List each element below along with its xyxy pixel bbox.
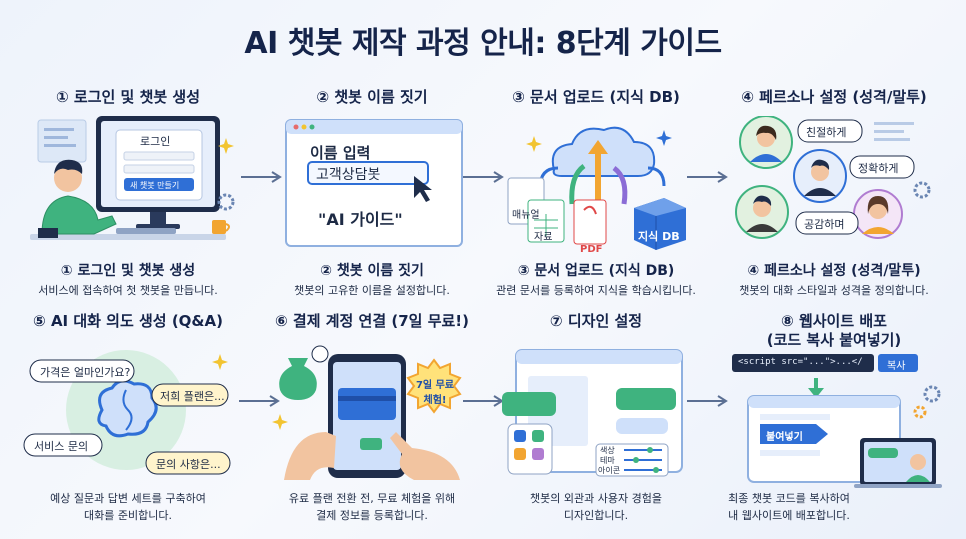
embed-code-snippet: <script src="...">...</ bbox=[738, 357, 863, 367]
persona-bubble-2: 정확하게 bbox=[858, 162, 899, 175]
step-1: ① 로그인 및 챗봇 생성 bbox=[20, 88, 236, 323]
design-illustration: 색상 테마 아이콘 bbox=[488, 340, 704, 480]
step-subtitle: ④ 페르소나 설정 (성격/말투) bbox=[747, 263, 921, 279]
page-title: AI 챗봇 제작 과정 안내: 8단계 가이드 bbox=[244, 26, 722, 61]
question-bubble-2: 서비스 문의 bbox=[34, 440, 89, 453]
step-description-line-2: 대화를 준비합니다. bbox=[84, 509, 172, 522]
persona-illustration: 친절하게 정확하게 공감하며 bbox=[726, 116, 942, 256]
step-subtitle: ③ 문서 업로드 (지식 DB) bbox=[517, 263, 675, 279]
step-subtitle: ① 로그인 및 챗봇 생성 bbox=[60, 263, 196, 279]
step-description-line-2: 내 웹사이트에 배포합니다. bbox=[728, 509, 850, 522]
theme-setting-label: 테마 bbox=[600, 456, 615, 465]
step-description: 관련 문서를 등록하여 지식을 학습시킵니다. bbox=[496, 284, 696, 297]
answer-bubble-2: 문의 사항은... bbox=[156, 458, 221, 471]
arrow-right-icon bbox=[463, 171, 504, 183]
knowledge-db-label: 지식 DB bbox=[638, 230, 680, 243]
step-description: 서비스에 접속하여 첫 챗봇을 만듭니다. bbox=[38, 284, 218, 297]
create-chatbot-button[interactable]: 새 챗봇 만들기 bbox=[130, 181, 180, 190]
step-title: ⑤ AI 대화 의도 생성 (Q&A) bbox=[33, 312, 223, 330]
login-illustration: 로그인 새 챗봇 만들기 bbox=[20, 116, 236, 256]
upload-illustration: 매뉴얼 자료 PDF 지식 DB bbox=[488, 116, 704, 256]
step-description-line-1: 최종 챗봇 코드를 복사하여 bbox=[728, 492, 850, 505]
step-3: ③ 문서 업로드 (지식 DB) bbox=[488, 88, 704, 323]
step-description-line-2: 디자인합니다. bbox=[563, 509, 629, 522]
manual-doc-label: 매뉴얼 bbox=[512, 210, 540, 221]
step-description-line-1: 챗봇의 외관과 사용자 경험을 bbox=[530, 492, 662, 505]
name-illustration: 이름 입력 고객상담봇 "AI 가이드" bbox=[264, 116, 480, 256]
color-setting-label: 색상 bbox=[600, 446, 615, 455]
question-bubble-1: 가격은 얼마인가요? bbox=[40, 366, 131, 379]
step-title: ② 챗봇 이름 짓기 bbox=[316, 88, 428, 106]
example-name: "AI 가이드" bbox=[318, 210, 403, 229]
login-label: 로그인 bbox=[140, 135, 171, 148]
step-title: ① 로그인 및 챗봇 생성 bbox=[56, 88, 200, 106]
step-description-line-2: 결제 정보를 등록합니다. bbox=[316, 509, 428, 522]
paste-label: 붙여넣기 bbox=[766, 432, 803, 443]
arrow-right-icon bbox=[687, 395, 728, 407]
step-description: 챗봇의 대화 스타일과 성격을 정의합니다. bbox=[739, 284, 929, 297]
persona-bubble-1: 친절하게 bbox=[806, 126, 847, 139]
step-8: ⑧ 웹사이트 배포 (코드 복사 붙여넣기) <script src="..."… bbox=[724, 312, 944, 539]
arrow-right-icon bbox=[241, 171, 282, 183]
step-description: 챗봇의 고유한 이름을 설정합니다. bbox=[294, 284, 450, 297]
step-subtitle: ② 챗봇 이름 짓기 bbox=[320, 263, 424, 279]
step-2: ② 챗봇 이름 짓기 이름 입력 고객상담봇 "AI 가이드" ② 챗봇 이름 … bbox=[264, 88, 480, 323]
step-title-line-2: (코드 복사 붙여넣기) bbox=[766, 331, 902, 349]
qa-illustration: 가격은 얼마인가요? 저희 플랜은... 서비스 문의 문의 사항은... bbox=[20, 340, 236, 480]
step-description-line-1: 예상 질문과 답변 세트를 구축하여 bbox=[50, 492, 206, 505]
persona-bubble-3: 공감하며 bbox=[804, 218, 845, 231]
icon-setting-label: 아이콘 bbox=[598, 466, 621, 475]
step-title: ⑥ 결제 계정 연결 (7일 무료!) bbox=[274, 312, 469, 330]
step-title: ⑦ 디자인 설정 bbox=[549, 312, 643, 330]
step-title-line-1: ⑧ 웹사이트 배포 bbox=[781, 312, 887, 330]
step-title: ③ 문서 업로드 (지식 DB) bbox=[512, 88, 680, 106]
copy-button[interactable]: 복사 bbox=[887, 361, 906, 372]
step-5: ⑤ AI 대화 의도 생성 (Q&A) 가격은 얼마인가요? 저희 플랜은...… bbox=[20, 312, 236, 539]
step-7: ⑦ 디자인 설정 색상 테마 아이콘 챗봇의 외관과 사용자 bbox=[488, 312, 704, 539]
arrow-right-icon bbox=[239, 395, 280, 407]
step-6: ⑥ 결제 계정 연결 (7일 무료!) 7일 무료 체험! 유료 플랜 전환 전… bbox=[264, 312, 480, 539]
chatbot-name-input[interactable]: 고객상담봇 bbox=[316, 167, 381, 183]
arrow-right-icon bbox=[687, 171, 728, 183]
name-input-label: 이름 입력 bbox=[310, 144, 371, 162]
data-doc-label: 자료 bbox=[534, 232, 553, 243]
pdf-label: PDF bbox=[580, 244, 603, 255]
answer-bubble-1: 저희 플랜은... bbox=[160, 390, 225, 403]
payment-illustration: 7일 무료 체험! bbox=[264, 340, 480, 480]
step-4: ④ 페르소나 설정 (성격/말투) bbox=[726, 88, 942, 323]
deploy-illustration: <script src="...">...</ 복사 붙여넣기 bbox=[724, 350, 944, 490]
step-description-line-1: 유료 플랜 전환 전, 무료 체험을 위해 bbox=[288, 492, 456, 505]
free-trial-badge: 7일 무료 체험! bbox=[415, 380, 455, 406]
step-title: ④ 페르소나 설정 (성격/말투) bbox=[741, 88, 927, 106]
